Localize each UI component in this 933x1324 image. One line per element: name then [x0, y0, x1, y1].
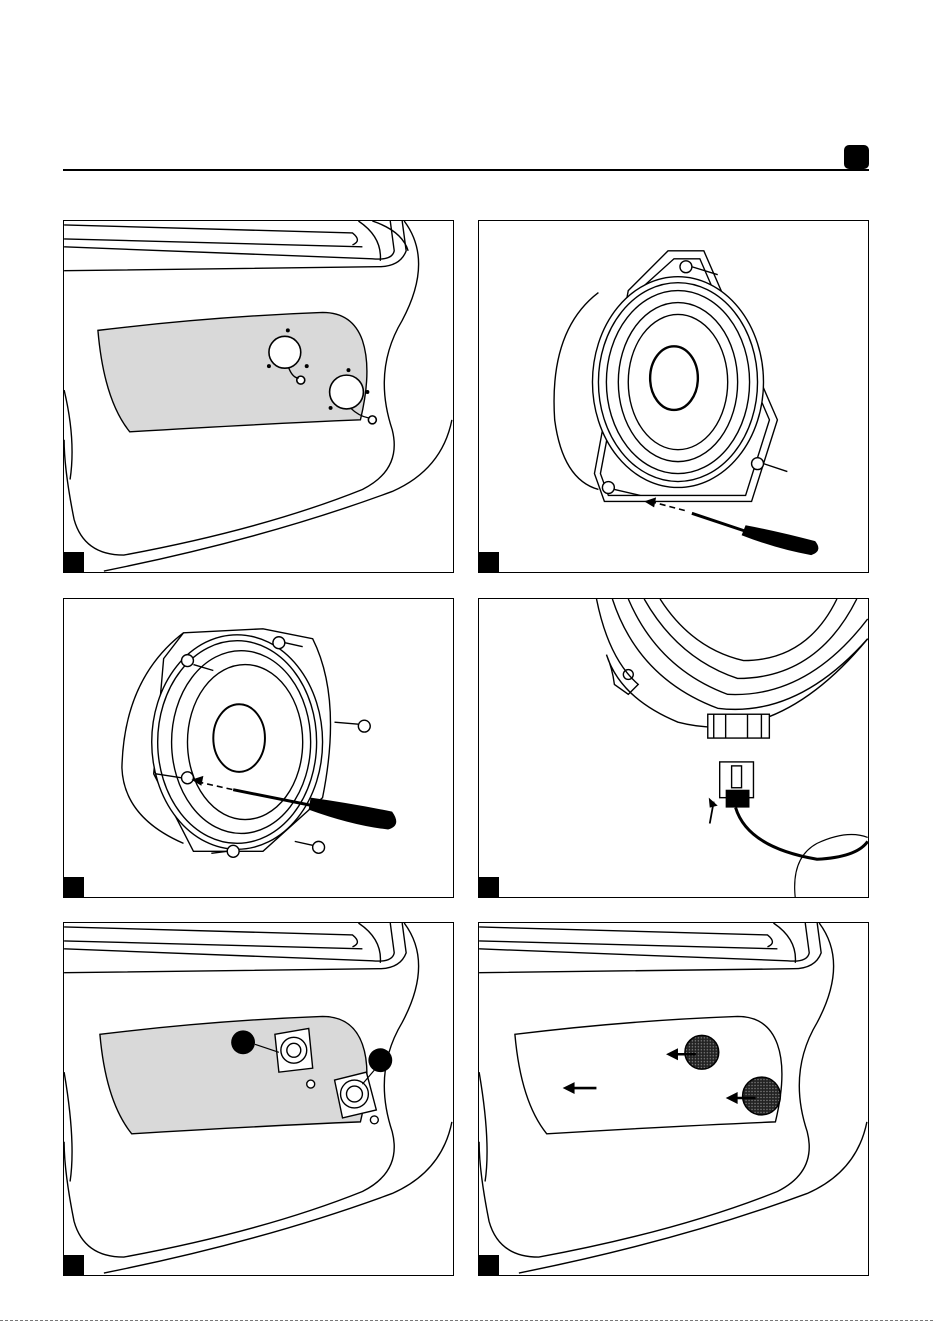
woofer-unscrew-illustration	[479, 221, 868, 572]
header-rule	[63, 169, 869, 171]
page-bottom-edge	[0, 1320, 933, 1323]
door-panel-illustration	[64, 221, 453, 572]
step-3-tab	[64, 877, 84, 897]
section-marker	[844, 145, 869, 169]
step-6-panel	[478, 922, 869, 1276]
step-5-tab	[64, 1255, 84, 1275]
callout-a	[231, 1030, 255, 1054]
step-2-tab	[479, 552, 499, 572]
plug-connect-illustration	[479, 599, 868, 897]
tweeter-grille	[685, 1035, 719, 1069]
step-3-panel	[63, 598, 454, 898]
grille-fitting-illustration	[479, 923, 868, 1275]
woofer-opening	[330, 375, 364, 409]
step-4-panel	[478, 598, 869, 898]
step-4-tab	[479, 877, 499, 897]
step-1-tab	[64, 552, 84, 572]
door-panel-trim	[98, 312, 367, 431]
tweeter-opening	[269, 336, 301, 368]
step-2-panel	[478, 220, 869, 573]
door-panel-trim	[100, 1016, 367, 1133]
step-1-panel	[63, 220, 454, 573]
adapter-ring-unscrew-illustration	[64, 599, 453, 897]
callout-b	[368, 1048, 392, 1072]
woofer-grille	[743, 1077, 781, 1115]
step-5-panel	[63, 922, 454, 1276]
step-6-tab	[479, 1255, 499, 1275]
speaker-mounting-illustration	[64, 923, 453, 1275]
